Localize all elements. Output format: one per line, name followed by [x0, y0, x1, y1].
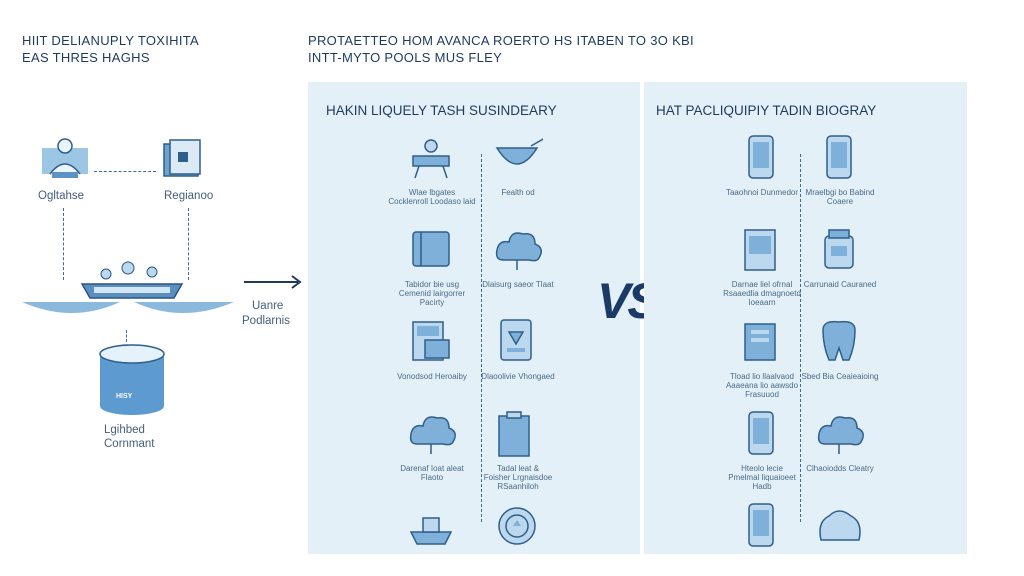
phone-icon — [748, 411, 774, 455]
ship-icon — [409, 517, 453, 545]
panel-right-title: HAT PACLIQUIPIY TADIN BIOGRAY — [656, 103, 877, 118]
clipboard-icon — [498, 411, 530, 457]
panel-left-item-label: Dlaisurg saeor Tlaat — [482, 280, 554, 289]
tablet-icon — [500, 319, 532, 361]
barrel-icon — [99, 344, 165, 415]
panel-right-item-label: Clhaoiodds Cleatry — [806, 464, 874, 473]
panel-left-item-label: Tabidor bie usg Cemenid lairgorrer Pacir… — [398, 280, 466, 307]
panel-right-item-label: Carrunaid Cauraned — [803, 280, 877, 289]
phone-icon — [748, 503, 774, 547]
panel-right-item-label: Hteolo lecie Pmelmal liquaioeet Hadb — [728, 464, 796, 491]
calculator-icon — [412, 321, 450, 361]
connector-v-left — [63, 208, 64, 280]
jar-icon — [824, 229, 854, 269]
panel-left-item-label: Vonodsod Heroaiby — [397, 372, 467, 381]
panel-right-timeline — [800, 154, 801, 522]
panel-right-item-label: Tload lio llaalvaod Aaaeana lio aawsdo F… — [725, 372, 799, 399]
main-header-line1: PROTAETTEO HOM AVANCA ROERTO HS ITABEN T… — [308, 33, 694, 48]
panel-right-item-label: Mraelbgi bo Babind Coaere — [805, 188, 875, 206]
boat-base-icon — [22, 261, 234, 313]
stack-icon — [744, 323, 776, 361]
coin-icon — [498, 507, 536, 545]
connector-h — [94, 171, 156, 172]
main-header: PROTAETTEO HOM AVANCA ROERTO HS ITABEN T… — [308, 32, 694, 66]
node2-label: Regianoo — [164, 190, 214, 202]
panel-right-item-label: Darnae liel ofrnal Rsaaedlia dmagnoetd I… — [723, 280, 801, 307]
person-desk-icon — [412, 139, 450, 179]
tooth-icon — [822, 320, 856, 361]
connector-v-right — [188, 208, 189, 280]
left-header-line2: EAS THRES HAGHS — [22, 50, 150, 65]
phone-icon — [826, 135, 852, 179]
device-box-icon — [163, 139, 201, 177]
phone-icon — [748, 135, 774, 179]
bottom-label-2: Cornmant — [104, 438, 155, 450]
bottom-label-1: Lgihbed — [104, 424, 145, 436]
arrow-label-2: Podlarnis — [242, 315, 290, 327]
left-header-line1: HIIT DELIANUPLY TOXIHITA — [22, 33, 199, 48]
panel-left-title: HAKIN LIQUELY TASH SUSINDEARY — [326, 103, 557, 118]
panel-right-item-label: Taaohnoi Dunmedor — [725, 188, 799, 197]
connector-v-center — [126, 330, 127, 342]
panel-left-timeline — [481, 154, 482, 522]
arrow-label-1: Uanre — [252, 300, 284, 312]
panel-right: HAT PACLIQUIPIY TADIN BIOGRAY Taaohnoi D… — [644, 82, 967, 554]
arrow-right-icon — [244, 275, 302, 289]
person-icon — [42, 138, 88, 178]
barrel-text: HISY — [116, 393, 133, 400]
cloud-icon — [817, 416, 864, 454]
panel-right-item-label: Sbed Bia Ceaieaioing — [801, 372, 879, 381]
panel-left-item-label: Dlaoolivie Vhongaed — [481, 372, 555, 381]
left-header: HIIT DELIANUPLY TOXIHITA EAS THRES HAGHS — [22, 32, 199, 66]
main-header-line2: INTT-MYTO POOLS MUS FLEY — [308, 50, 503, 65]
bowl-icon — [495, 138, 543, 165]
cloud-icon — [495, 232, 542, 270]
document-icon — [744, 229, 776, 271]
panel-left-item-label: Fealth od — [501, 188, 535, 197]
cloud-icon — [409, 416, 456, 454]
panel-left-item-label: Tadal leat & Foisher Lrgnaisdoe RSaanhil… — [483, 464, 553, 491]
book-icon — [412, 231, 450, 267]
panel-left: HAKIN LIQUELY TASH SUSINDEARY Wlae lbgat… — [308, 82, 640, 554]
panel-left-item-label: Darenaf Ioat aleat Flaoto — [400, 464, 464, 482]
rock-icon — [819, 510, 861, 541]
panel-left-item-label: Wlae lbgates Cocklenroll Loodaso laid — [388, 188, 476, 206]
node1-label: Ogltahse — [38, 190, 85, 202]
